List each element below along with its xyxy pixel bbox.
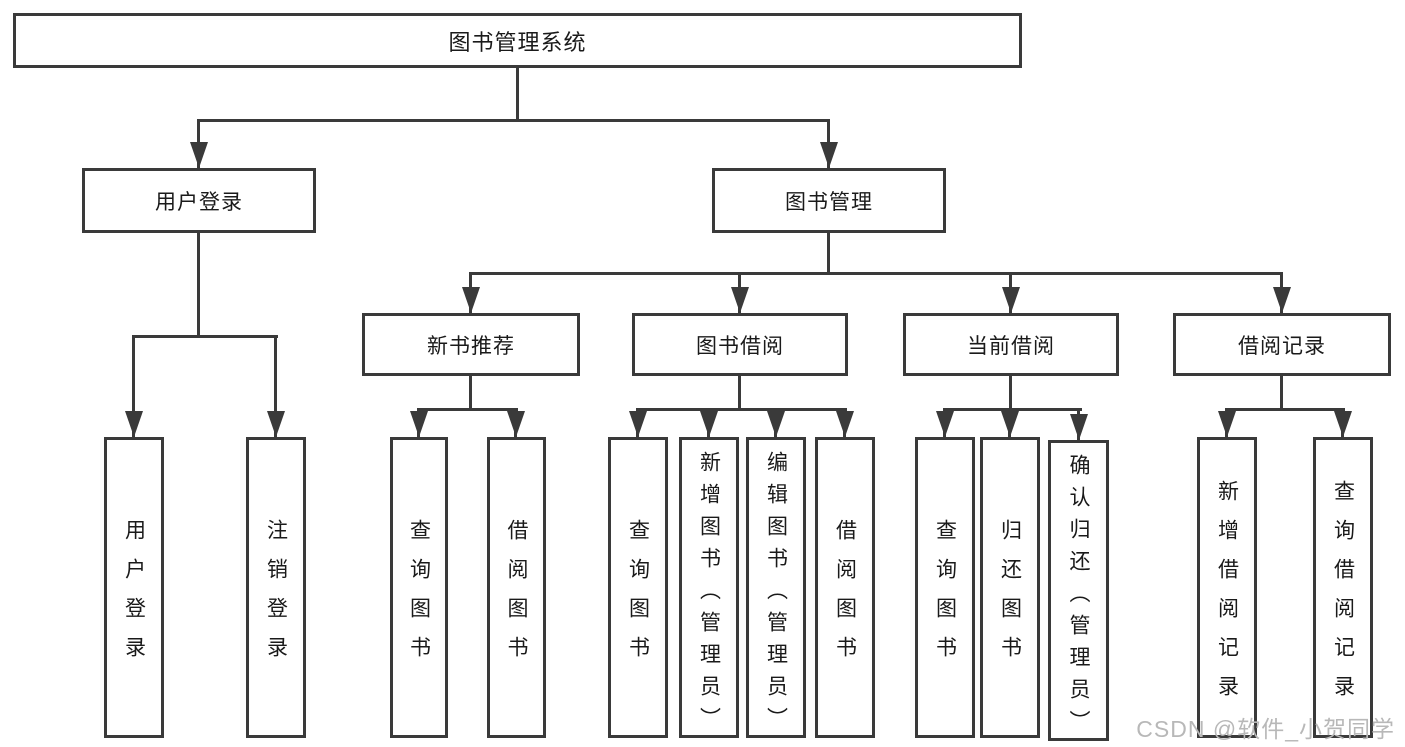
leaf-records-add-record: 新增借阅记录 [1197,437,1257,738]
node-book-management: 图书管理 [712,168,946,233]
leaf-current-return-books: 归还图书 [980,437,1040,738]
leaf-records-query-record-label: 查询借阅记录 [1331,479,1355,714]
connector-user-login-bar [132,335,278,338]
node-current-borrow-label: 当前借阅 [967,334,1055,358]
arrow-new-book-borrow [506,408,525,437]
node-borrow-records-label: 借阅记录 [1238,334,1326,358]
leaf-current-query-books-label: 查询图书 [933,518,957,675]
arrow-borrow-query [628,408,647,437]
connector-borrow-records-stub [1280,375,1283,411]
leaf-logout-label: 注销登录 [264,518,288,675]
connector-current-borrow-stub [1009,375,1012,411]
node-user-login: 用户登录 [82,168,316,233]
arrow-to-borrow-records [1272,272,1291,313]
leaf-current-confirm-return-admin: 确认归还（管理员） [1048,440,1109,742]
node-new-book-recommend: 新书推荐 [362,313,580,376]
leaf-logout: 注销登录 [246,437,306,738]
node-new-book-recommend-label: 新书推荐 [427,334,515,358]
leaf-newbook-borrow-books: 借阅图书 [487,437,546,738]
arrow-borrow-borrow [835,408,854,437]
leaf-records-add-record-label: 新增借阅记录 [1215,479,1239,714]
arrow-to-new-book-recommend [461,272,480,313]
arrow-to-logout-leaf [266,335,285,437]
leaf-borrow-add-books-admin-label: 新增图书（管理员） [697,451,721,739]
leaf-borrow-query-books: 查询图书 [608,437,668,738]
arrow-borrow-add [699,408,718,437]
leaf-borrow-borrow-books-label: 借阅图书 [833,518,857,675]
leaf-borrow-add-books-admin: 新增图书（管理员） [679,437,739,739]
connector-borrow-records-bar [1225,408,1345,411]
node-current-borrow: 当前借阅 [903,313,1119,376]
arrow-to-current-borrow [1001,272,1020,313]
connector-book-management-stub [827,233,830,275]
arrow-to-user-login-leaf [124,335,143,437]
csdn-watermark: CSDN @软件_小贺同学 [1136,716,1395,742]
leaf-user-login-label: 用户登录 [122,518,146,675]
leaf-user-login: 用户登录 [104,437,164,738]
leaf-borrow-borrow-books: 借阅图书 [815,437,875,738]
leaf-borrow-edit-books-admin: 编辑图书（管理员） [746,437,806,739]
connector-level2-bar [197,119,830,122]
leaf-records-query-record: 查询借阅记录 [1313,437,1373,738]
leaf-newbook-query-books-label: 查询图书 [407,518,431,675]
arrow-current-confirm [1069,408,1088,440]
connector-level3-bar [469,272,1283,275]
arrow-to-book-management [819,119,838,168]
connector-current-borrow-bar [943,408,1082,411]
leaf-current-confirm-return-admin-label: 确认归还（管理员） [1067,454,1090,742]
leaf-borrow-edit-books-admin-label: 编辑图书（管理员） [764,451,788,739]
arrow-borrow-edit [766,408,785,437]
leaf-current-return-books-label: 归还图书 [998,518,1022,675]
node-root-label: 图书管理系统 [448,29,587,55]
arrow-to-book-borrow [730,272,749,313]
connector-user-login-stub [197,233,200,338]
connector-new-book-bar [417,408,518,411]
node-book-management-label: 图书管理 [785,190,873,214]
arrow-records-add [1217,408,1236,437]
node-book-borrow-label: 图书借阅 [696,334,784,358]
node-user-login-label: 用户登录 [155,190,243,214]
leaf-borrow-query-books-label: 查询图书 [626,518,650,675]
leaf-current-query-books: 查询图书 [915,437,975,738]
node-book-borrow: 图书借阅 [632,313,848,376]
arrow-to-user-login [189,119,208,168]
connector-root-stub [516,68,519,122]
node-root: 图书管理系统 [13,13,1022,68]
arrow-current-query [935,408,954,437]
connector-new-book-stub [469,375,472,411]
arrow-current-return [1000,408,1019,437]
connector-book-borrow-bar [636,408,847,411]
node-borrow-records: 借阅记录 [1173,313,1391,376]
leaf-newbook-query-books: 查询图书 [390,437,448,738]
arrow-records-query [1333,408,1352,437]
leaf-newbook-borrow-books-label: 借阅图书 [505,518,528,675]
connector-book-borrow-stub [738,375,741,411]
arrow-new-book-query [409,408,428,437]
